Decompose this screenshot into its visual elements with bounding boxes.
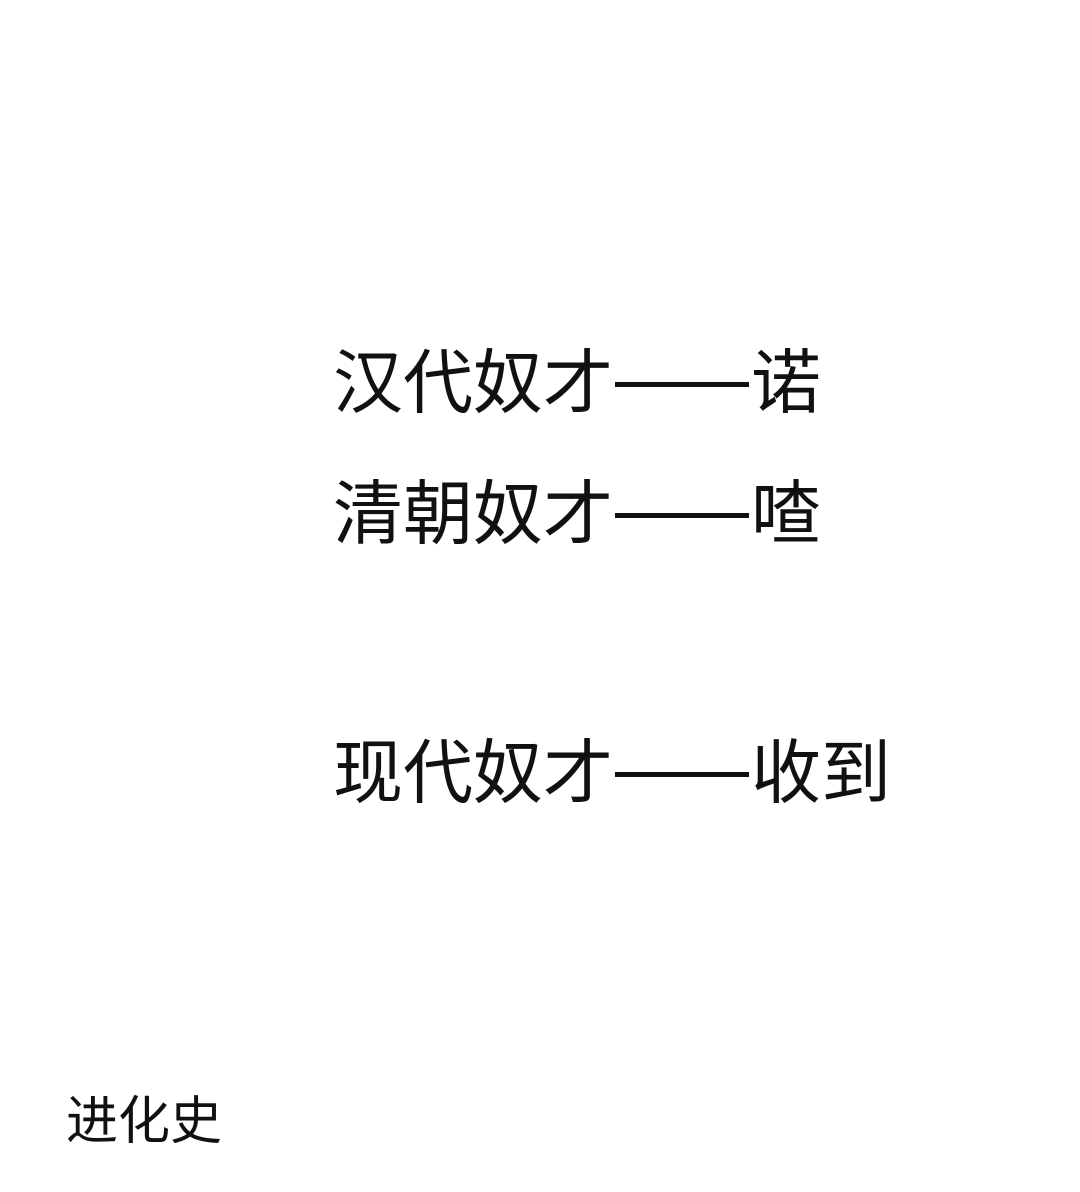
text-line-han-dynasty: 汉代奴才 诺 <box>333 343 821 423</box>
line-subject: 汉代奴才 <box>333 342 613 424</box>
caption-title: 进化史 <box>66 1092 223 1152</box>
em-dash-separator <box>615 382 749 388</box>
em-dash-separator <box>615 772 749 778</box>
line-subject: 现代奴才 <box>333 732 613 814</box>
line-response: 喳 <box>751 473 821 555</box>
line-response: 诺 <box>751 342 821 424</box>
em-dash-separator <box>615 513 749 519</box>
line-response: 收到 <box>751 732 891 814</box>
text-line-modern: 现代奴才 收到 <box>333 733 891 813</box>
line-subject: 清朝奴才 <box>333 473 613 555</box>
text-line-qing-dynasty: 清朝奴才 喳 <box>333 474 821 554</box>
